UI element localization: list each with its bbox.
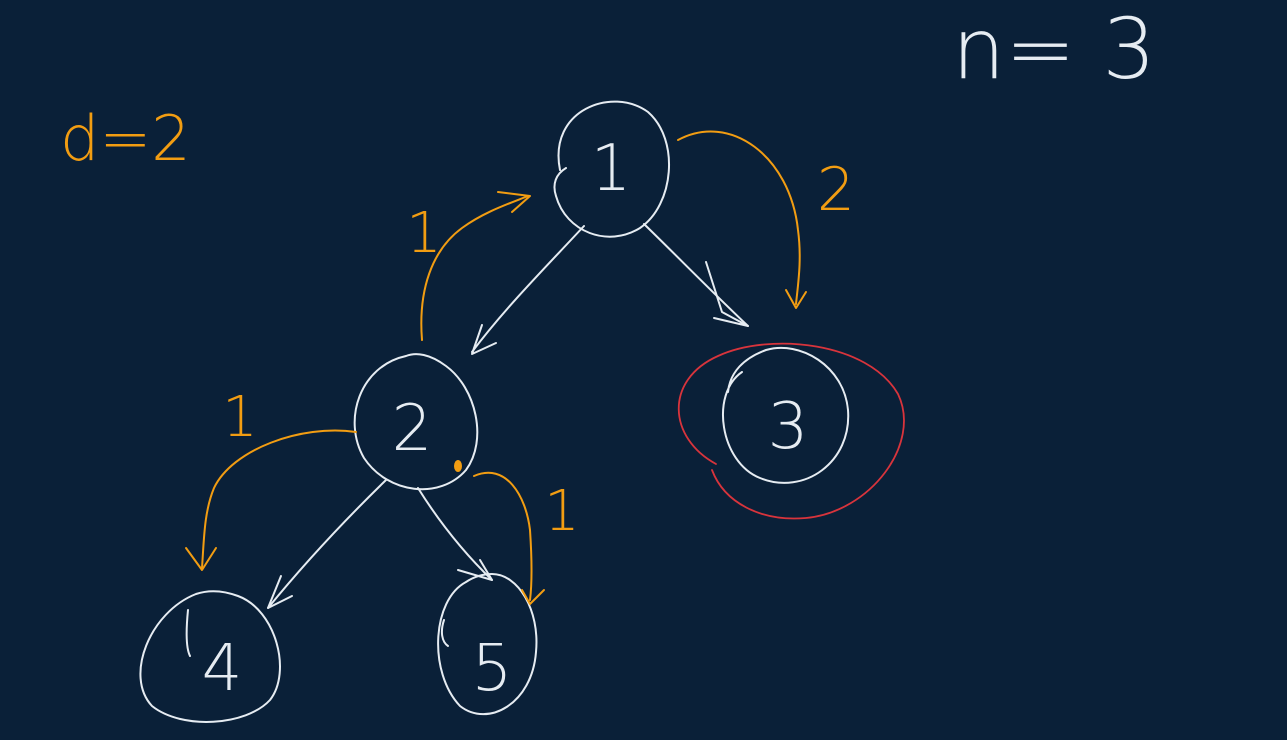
tree-node-1: 1 (553, 100, 671, 238)
traversal-arrow-2-to-4: 1 (185, 385, 357, 571)
tree-node-4: 4 (139, 590, 281, 723)
tree-node-2: 2 (353, 353, 479, 491)
traversal-arrow-2-to-1: 1 (406, 191, 531, 341)
d-annotation: d=2 (60, 102, 191, 175)
edge-1-3 (643, 223, 749, 327)
edge-2-4 (267, 479, 387, 609)
tree-node-3: 3 (722, 346, 850, 484)
node-label: 5 (472, 632, 513, 706)
node-label: 1 (591, 132, 632, 206)
distance-label-to-5: 1 (544, 479, 580, 544)
distance-label-to-1: 1 (406, 201, 442, 266)
distance-label-to-3: 2 (817, 155, 855, 225)
node-label: 2 (392, 392, 433, 466)
n-annotation: n= 3 (952, 0, 1156, 98)
edge-2-5 (417, 487, 493, 581)
node-label: 4 (202, 632, 243, 706)
tree-node-5: 5 (437, 573, 538, 716)
node-label: 3 (768, 390, 809, 464)
traversal-arrow-1-to-3: 2 (677, 130, 855, 309)
highlight-ring-node-3 (677, 342, 905, 520)
traversal-arrow-2-to-5: 1 (454, 460, 580, 605)
edge-1-2 (471, 225, 585, 355)
ink-dot (454, 460, 462, 472)
distance-label-to-4: 1 (222, 385, 258, 450)
